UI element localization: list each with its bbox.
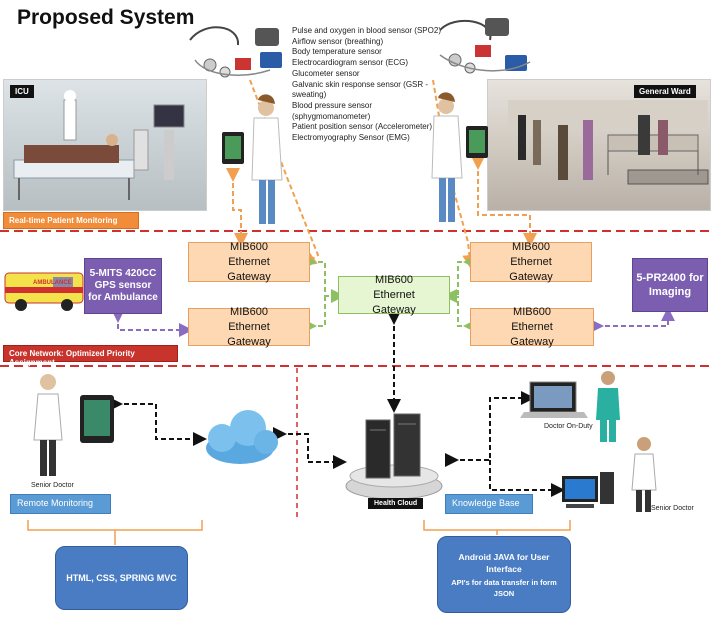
senior-doctor-right-icon bbox=[631, 437, 657, 512]
realtime-monitoring-label: Real-time Patient Monitoring bbox=[3, 212, 139, 229]
ambulance-image: AMBULANCE bbox=[3, 261, 87, 313]
doctor-right-icon bbox=[431, 92, 463, 222]
gateway-top-left: MIB600 Ethernet Gateway bbox=[188, 241, 310, 283]
gateway-bottom-right: MIB600 Ethernet Gateway bbox=[470, 306, 594, 348]
general-ward-label: General Ward bbox=[634, 85, 696, 98]
senior-doctor-left-icon bbox=[33, 374, 63, 476]
server-icon bbox=[345, 413, 443, 500]
laptop-icon bbox=[520, 381, 588, 418]
ambulance-icon: AMBULANCE bbox=[4, 272, 84, 311]
doctor-on-duty-icon bbox=[596, 371, 620, 442]
sensor-item: Electromyography Sensor (EMG) bbox=[292, 133, 410, 143]
ambulance-sign: AMBULANCE bbox=[33, 280, 72, 286]
desktop-computer-icon bbox=[562, 472, 614, 508]
sensor-item: Blood pressure sensor (sphygmomanometer) bbox=[292, 100, 373, 121]
sensor-item: Pulse and oxygen in blood sensor (SPO2) bbox=[292, 26, 441, 35]
sensor-item: Galvanic skin response sensor (GSR - swe… bbox=[292, 79, 429, 100]
sensor-kit-left-icon bbox=[189, 26, 282, 78]
sensor-list: Pulse and oxygen in blood sensor (SPO2) … bbox=[292, 26, 442, 144]
cloud-icon bbox=[206, 410, 278, 464]
gateway-center: MIB600 Ethernet Gateway bbox=[338, 274, 450, 316]
health-cloud-label: Health Cloud bbox=[368, 498, 424, 509]
tech-left-text: HTML, CSS, SPRING MVC bbox=[66, 573, 177, 583]
tablet-right-icon bbox=[466, 126, 488, 158]
knowledge-base-label: Knowledge Base bbox=[445, 494, 533, 514]
senior-doctor-right-label: Senior Doctor bbox=[651, 505, 694, 512]
senior-doctor-left-label: Senior Doctor bbox=[31, 482, 74, 489]
sensor-item: Body temperature sensor bbox=[292, 47, 382, 57]
tech-right-sub: API's for data transfer in form JSON bbox=[451, 577, 557, 598]
icu-photo bbox=[3, 79, 207, 211]
core-network-label: Core Network: Optimized Priority Assignm… bbox=[3, 345, 178, 367]
imaging-box: 5-PR2400 for Imaging bbox=[632, 258, 708, 312]
remote-monitoring-label: Remote Monitoring bbox=[10, 494, 111, 514]
tablet-bottom-icon bbox=[80, 395, 114, 443]
doctor-left-icon bbox=[251, 94, 283, 224]
sensor-kit-right-icon bbox=[439, 18, 531, 74]
gateway-top-right: MIB600 Ethernet Gateway bbox=[470, 241, 592, 283]
icu-label: ICU bbox=[10, 85, 34, 98]
sensor-item: Electrocardiogram sensor (ECG) bbox=[292, 58, 409, 68]
tech-box-right: Android JAVA for User Interface API's fo… bbox=[437, 536, 571, 613]
ward-scene-image bbox=[508, 100, 709, 185]
icu-scene-image bbox=[13, 90, 185, 200]
sensor-item: Patient position sensor (Accelerometer) bbox=[292, 122, 433, 132]
sensor-item: Glucometer sensor bbox=[292, 68, 360, 78]
doctor-on-duty-label: Doctor On-Duty bbox=[544, 423, 593, 430]
tech-box-left: HTML, CSS, SPRING MVC bbox=[55, 546, 188, 610]
tech-right-title: Android JAVA for User Interface bbox=[458, 551, 550, 574]
ambulance-gps-box: 5-MITS 420CC GPS sensor for Ambulance bbox=[84, 258, 162, 314]
sensor-item: Airflow sensor (breathing) bbox=[292, 36, 384, 46]
diagram-title: Proposed System bbox=[17, 6, 195, 29]
general-ward-photo bbox=[487, 79, 711, 211]
tablet-left-icon bbox=[222, 132, 244, 164]
gateway-bottom-left: MIB600 Ethernet Gateway bbox=[188, 306, 310, 348]
